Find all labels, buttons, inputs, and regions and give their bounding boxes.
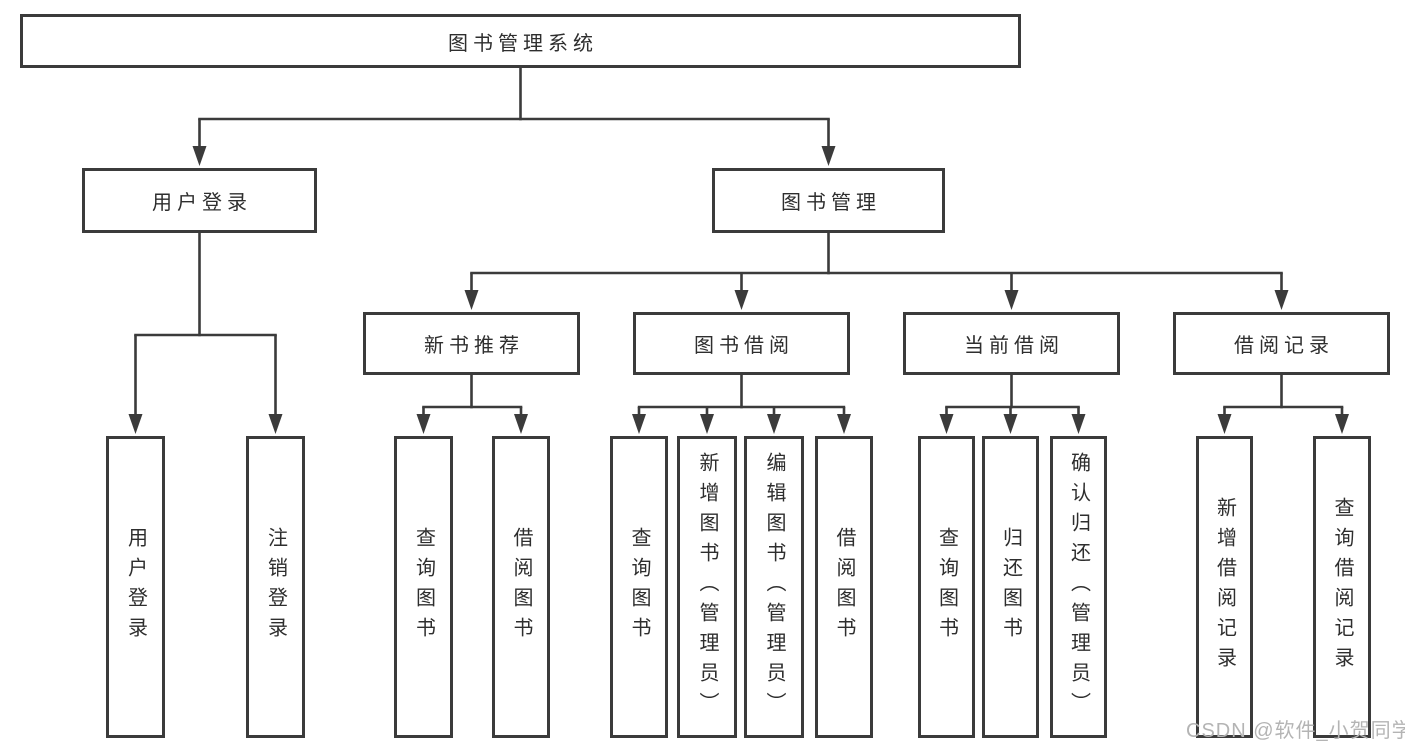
- leaf-recommend-query-book: 查询图书: [394, 436, 453, 738]
- node-book-borrow: 图书借阅: [633, 312, 850, 375]
- leaf-record-add-borrow-record: 新增借阅记录: [1196, 436, 1253, 738]
- leaf-record-query-borrow-record: 查询借阅记录: [1313, 436, 1371, 738]
- leaf-user-login: 用户登录: [106, 436, 165, 738]
- leaf-recommend-borrow-book: 借阅图书: [492, 436, 550, 738]
- leaf-current-query-book: 查询图书: [918, 436, 975, 738]
- leaf-logout-login: 注销登录: [246, 436, 305, 738]
- node-library-management-system: 图书管理系统: [20, 14, 1021, 68]
- node-new-book-recommend: 新书推荐: [363, 312, 580, 375]
- leaf-borrow-query-book: 查询图书: [610, 436, 668, 738]
- leaf-current-confirm-return-admin: 确认归还（管理员）: [1050, 436, 1107, 738]
- node-book-management: 图书管理: [712, 168, 945, 233]
- watermark: CSDN @软件_小贺同学: [1186, 720, 1405, 742]
- leaf-current-return-book: 归还图书: [982, 436, 1039, 738]
- node-user-login: 用户登录: [82, 168, 317, 233]
- leaf-borrow-add-book-admin: 新增图书（管理员）: [677, 436, 737, 738]
- leaf-borrow-borrow-book: 借阅图书: [815, 436, 873, 738]
- node-borrow-record: 借阅记录: [1173, 312, 1390, 375]
- leaf-borrow-edit-book-admin: 编辑图书（管理员）: [744, 436, 804, 738]
- node-current-borrow: 当前借阅: [903, 312, 1120, 375]
